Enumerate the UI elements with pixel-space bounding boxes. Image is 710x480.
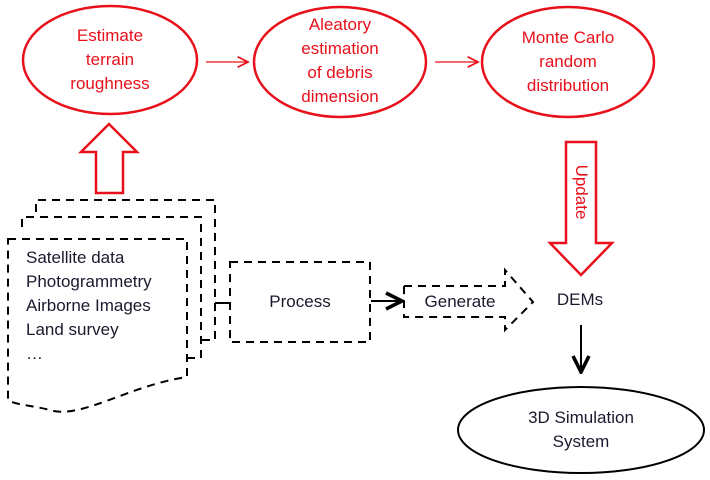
simulation-label: 3D Simulation System xyxy=(528,408,634,451)
block-arrow-down-update xyxy=(547,140,615,277)
doc-middle xyxy=(21,216,202,359)
monte-carlo-ellipse xyxy=(480,5,656,119)
sources-list: Satellite data Photogrammetry Airborne I… xyxy=(26,248,152,363)
generate-label: Generate xyxy=(424,292,496,311)
doc-front xyxy=(7,238,188,413)
monte-carlo-label: Monte Carlo random distribution xyxy=(521,28,615,95)
block-arrow-up xyxy=(77,122,141,195)
process-box xyxy=(229,261,371,343)
estimate-terrain-ellipse xyxy=(21,4,199,116)
process-label: Process xyxy=(269,292,331,311)
doc-back xyxy=(35,199,216,341)
document-stack xyxy=(7,199,216,413)
dems-label: DEMs xyxy=(556,290,604,309)
aleatory-ellipse xyxy=(252,5,428,119)
update-label: Update xyxy=(572,164,591,220)
estimate-terrain-label: Estimate terrain roughness xyxy=(70,26,150,93)
simulation-ellipse xyxy=(457,386,705,474)
generate-block-arrow xyxy=(403,267,535,333)
aleatory-label: Aleatory estimation of debris dimension xyxy=(301,15,379,106)
